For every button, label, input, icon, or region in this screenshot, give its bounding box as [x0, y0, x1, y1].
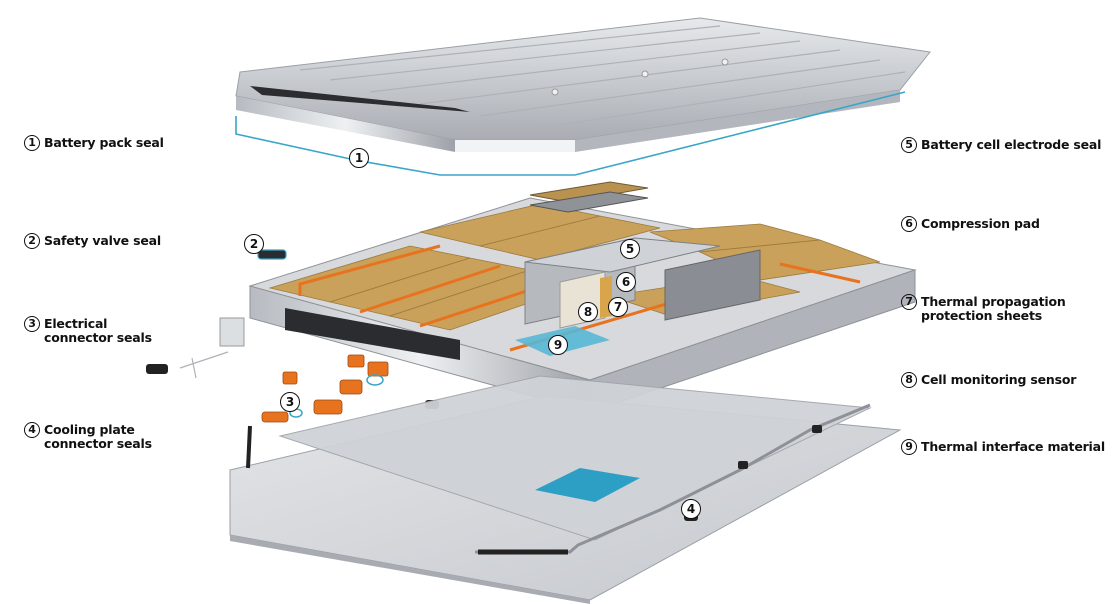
- battery-housing: [248, 181, 917, 423]
- legend-number-8: 8: [901, 372, 917, 388]
- legend-item-safety-valve-seal: 2 Safety valve seal: [24, 233, 161, 249]
- legend-item-compression-pad: 6 Compression pad: [901, 216, 1040, 232]
- legend-text: Cooling plate connector seals: [44, 422, 152, 451]
- callout-7: 7: [608, 297, 628, 317]
- legend-text: Compression pad: [921, 216, 1040, 231]
- legend-item-electrical-connector-seals: 3 Electrical connector seals: [24, 316, 152, 345]
- legend-number-6: 6: [901, 216, 917, 232]
- callout-2: 2: [244, 234, 264, 254]
- legend-number-1: 1: [24, 135, 40, 151]
- legend-item-thermal-propagation-sheets: 7 Thermal propagation protection sheets: [901, 294, 1066, 323]
- legend-number-7: 7: [901, 294, 917, 310]
- legend-item-battery-pack-seal: 1 Battery pack seal: [24, 135, 164, 151]
- callout-6: 6: [616, 272, 636, 292]
- legend-number-9: 9: [901, 439, 917, 455]
- legend-text: Thermal propagation protection sheets: [921, 294, 1066, 323]
- legend-item-cooling-plate-connector-seals: 4 Cooling plate connector seals: [24, 422, 152, 451]
- legend-text: Electrical connector seals: [44, 316, 152, 345]
- battery-pack-seal-ring: [235, 91, 906, 176]
- legend-text: Thermal interface material: [921, 439, 1105, 454]
- legend-item-battery-cell-electrode-seal: 5 Battery cell electrode seal: [901, 137, 1102, 153]
- legend-text: Safety valve seal: [44, 233, 161, 248]
- callout-9: 9: [548, 335, 568, 355]
- callout-3: 3: [280, 392, 300, 412]
- safety-valve-part: [257, 249, 287, 260]
- callout-5: 5: [620, 239, 640, 259]
- legend-text: Battery cell electrode seal: [921, 137, 1102, 152]
- bottom-tray: [229, 375, 902, 604]
- callout-4: 4: [681, 499, 701, 519]
- callout-1: 1: [349, 148, 369, 168]
- callout-8: 8: [578, 302, 598, 322]
- legend-item-cell-monitoring-sensor: 8 Cell monitoring sensor: [901, 372, 1077, 388]
- legend-number-3: 3: [24, 316, 40, 332]
- legend-number-4: 4: [24, 422, 40, 438]
- legend-number-2: 2: [24, 233, 40, 249]
- top-cover: [235, 17, 931, 152]
- legend-text: Battery pack seal: [44, 135, 164, 150]
- legend-item-thermal-interface-material: 9 Thermal interface material: [901, 439, 1105, 455]
- legend-number-5: 5: [901, 137, 917, 153]
- legend-text: Cell monitoring sensor: [921, 372, 1077, 387]
